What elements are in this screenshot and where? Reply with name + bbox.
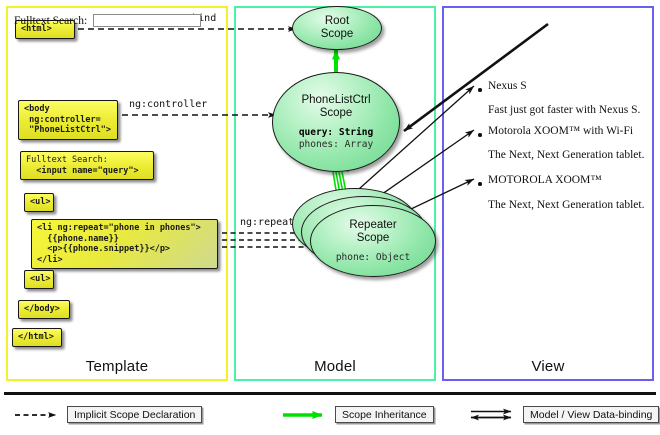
scope-repeater[interactable]: Repeater Scope phone: Object [310, 205, 436, 277]
legend-divider [4, 392, 656, 395]
legend-item-scope-inheritance: Scope Inheritance [282, 406, 434, 423]
legend-item-model-view-data-binding: Model / View Data-binding [470, 406, 660, 423]
label-ng-repeat: ng:repeat [240, 217, 295, 228]
legend-label-model-view-data-binding: Model / View Data-binding [523, 406, 660, 423]
legend-label-scope-inheritance: Scope Inheritance [335, 406, 434, 423]
green-arrow-icon [283, 410, 323, 419]
view-search-input[interactable] [93, 14, 202, 27]
label-ng-controller: ng:controller [129, 99, 208, 110]
legend-item-implicit-scope-declaration: Implicit Scope Declaration [14, 406, 203, 423]
view-phone-name-1: Motorola XOOM™ with Wi-Fi [488, 125, 634, 137]
code-box-li-repeat[interactable]: <li ng:repeat="phone in phones"> {{phone… [31, 219, 218, 269]
code-box-html-open[interactable]: <html> [15, 20, 75, 39]
column-label-view: View [531, 358, 565, 375]
dashed-arrow-icon [15, 411, 57, 418]
scope-phonelistctrl[interactable]: PhoneListCtrl Scope query: String phones… [272, 72, 400, 172]
legend: Implicit Scope Declaration Scope Inherit… [0, 392, 660, 435]
code-box-ul-close[interactable]: <ul> [24, 270, 54, 289]
view-search-row: Fulltext Search: [14, 14, 202, 27]
legend-label-implicit-scope-declaration: Implicit Scope Declaration [67, 406, 203, 423]
scope-root[interactable]: Root Scope [292, 6, 382, 50]
view-list-bullet [478, 88, 482, 92]
view-phone-snippet-0: Fast just got faster with Nexus S. [488, 104, 641, 116]
view-phone-name-0: Nexus S [488, 80, 527, 92]
code-box-fulltext-search[interactable]: Fulltext Search: <input name="query"> [20, 151, 154, 180]
scope-phonelistctrl-member-query: query: String [298, 126, 374, 138]
column-label-model: Model [314, 358, 356, 375]
scope-root-title-2: Scope [320, 28, 354, 40]
code-box-body-open[interactable]: <body ng:controller= "PhoneListCtrl"> [18, 100, 118, 140]
column-label-template: Template [85, 358, 149, 375]
scope-repeater-title-1: Repeater [349, 218, 397, 231]
view-search-label: Fulltext Search: [14, 14, 88, 27]
view-phone-name-2: MOTOROLA XOOM™ [488, 174, 602, 186]
view-phone-snippet-2: The Next, Next Generation tablet. [488, 199, 645, 211]
code-box-html-close[interactable]: </html> [12, 328, 62, 347]
double-arrow-icon [470, 408, 512, 420]
code-box-body-close[interactable]: </body> [18, 300, 70, 319]
code-box-fulltext-search-label: Fulltext Search: [26, 155, 108, 165]
scope-repeater-member-phone: phone: Object [335, 251, 411, 263]
scope-phonelistctrl-title-1: PhoneListCtrl [301, 93, 371, 106]
view-list-bullet [478, 133, 482, 137]
scope-repeater-title-2: Scope [356, 231, 390, 244]
scope-root-title-1: Root [324, 15, 350, 27]
code-box-fulltext-search-input: <input name="query"> [36, 165, 139, 176]
scope-phonelistctrl-member-phones: phones: Array [298, 138, 374, 150]
view-list-bullet [478, 182, 482, 186]
scope-phonelistctrl-title-2: Scope [319, 106, 353, 119]
view-phone-snippet-1: The Next, Next Generation tablet. [488, 149, 645, 161]
column-view: View [442, 6, 654, 381]
code-box-ul-open[interactable]: <ul> [24, 193, 54, 212]
